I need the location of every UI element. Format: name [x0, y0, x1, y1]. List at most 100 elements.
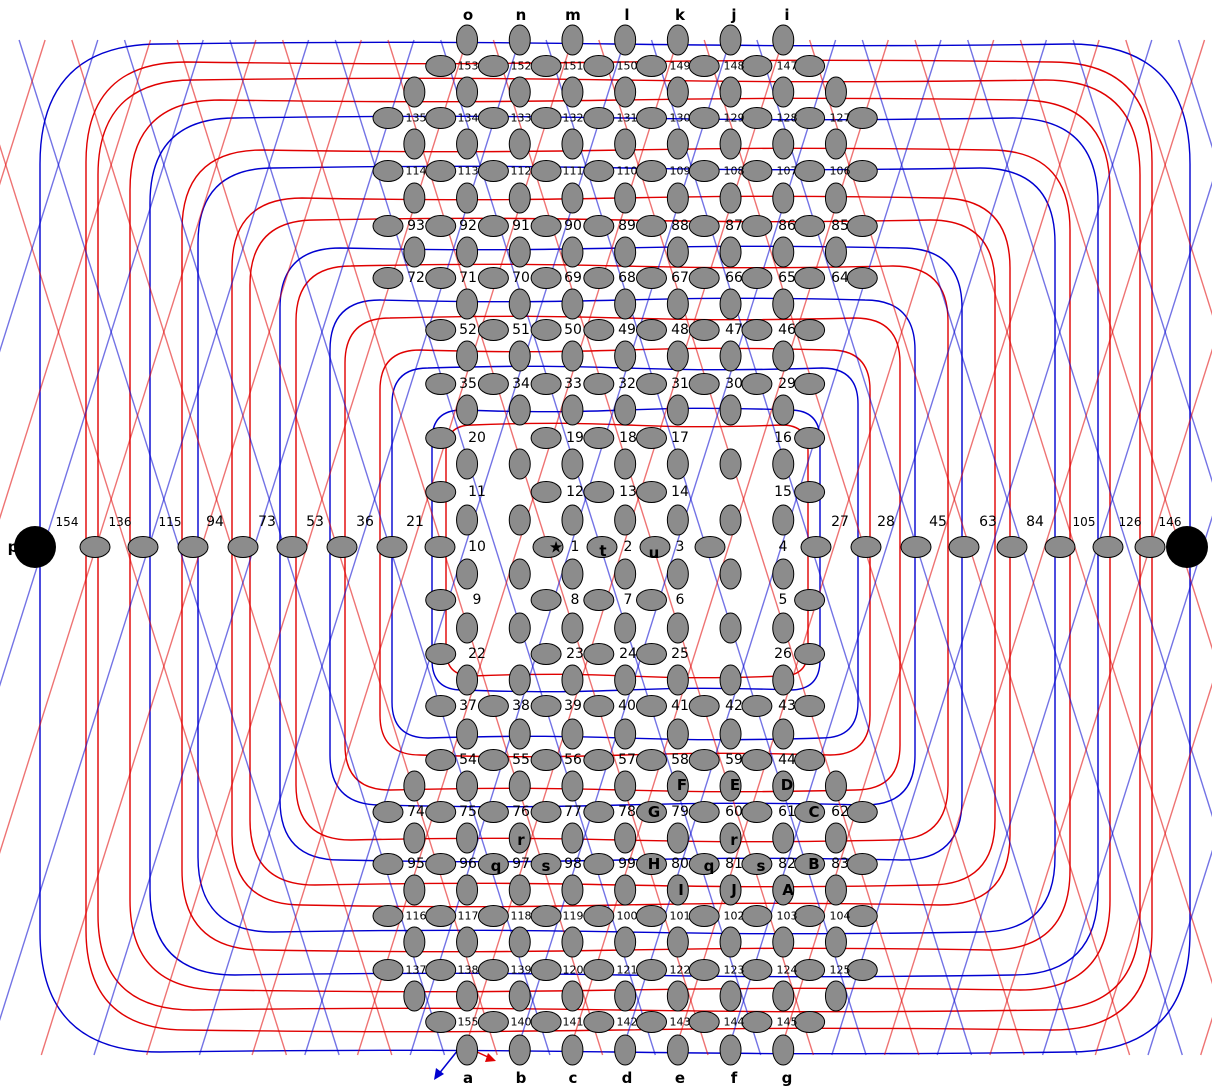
pinhole [531, 161, 561, 182]
pinhole [667, 237, 688, 267]
pinhole [615, 183, 636, 213]
pinhole [615, 665, 636, 695]
pinhole [615, 129, 636, 159]
pinhole [637, 482, 667, 503]
pinhole [637, 906, 667, 927]
pinhole [426, 108, 456, 129]
pinhole [720, 449, 741, 479]
grid-number: 114 [406, 165, 427, 178]
bottom-column-label: g [782, 1069, 793, 1087]
pinhole [426, 906, 456, 927]
pinhole [689, 161, 719, 182]
grid-number: 117 [458, 910, 479, 923]
bottom-letter-A: A [782, 881, 794, 899]
pinhole [509, 613, 530, 643]
grid-number: 119 [563, 910, 584, 923]
pinhole [426, 216, 456, 237]
right-pin [1166, 526, 1208, 568]
center-row-pinhole [377, 537, 407, 558]
grid-number: 68 [618, 270, 636, 286]
pinhole [667, 341, 688, 371]
pinhole [773, 289, 794, 319]
pinhole [562, 395, 583, 425]
grid-number: 87 [725, 218, 743, 234]
pinhole [773, 927, 794, 957]
grid-number: 23 [566, 646, 584, 662]
grid-number: 111 [563, 165, 584, 178]
pinhole [689, 1012, 719, 1033]
pinhole [667, 395, 688, 425]
pinhole [426, 268, 456, 289]
pinhole [637, 108, 667, 129]
grid-number: 51 [512, 322, 530, 338]
pinhole [509, 395, 530, 425]
pinhole [531, 906, 561, 927]
center-row-pinhole [1093, 537, 1123, 558]
pinhole [637, 216, 667, 237]
pinhole [847, 268, 877, 289]
pinhole [562, 771, 583, 801]
grid-number: 150 [617, 60, 638, 73]
pinhole [742, 696, 772, 717]
grid-number: 116 [406, 910, 427, 923]
pinhole [720, 289, 741, 319]
pinhole [720, 129, 741, 159]
pinhole [404, 237, 425, 267]
pinhole [404, 981, 425, 1011]
grid-number: 90 [564, 218, 582, 234]
grid-number: 62 [831, 804, 849, 820]
grid-number: 149 [670, 60, 691, 73]
grid-number: 80 [671, 856, 689, 872]
pinhole [720, 927, 741, 957]
pinhole [457, 719, 478, 749]
pinhole [509, 129, 530, 159]
pinhole [615, 341, 636, 371]
top-column-label: k [675, 6, 686, 24]
pinhole [509, 771, 530, 801]
center-row-pinhole [1045, 537, 1075, 558]
center-row-pinhole [801, 537, 831, 558]
pinhole [689, 108, 719, 129]
grid-number: 60 [725, 804, 743, 820]
pinhole [773, 25, 794, 55]
pinhole [825, 875, 846, 905]
grid-number: 55 [512, 752, 530, 768]
pinhole [562, 875, 583, 905]
grid-number: 20 [468, 430, 486, 446]
pinhole [531, 108, 561, 129]
grid-number: 64 [831, 270, 849, 286]
grid-number: 69 [564, 270, 582, 286]
grid-number: 95 [407, 856, 425, 872]
grid-number: 155 [458, 1016, 479, 1029]
pinhole [373, 960, 403, 981]
pinhole [457, 449, 478, 479]
pinhole [720, 719, 741, 749]
grid-number: 118 [511, 910, 532, 923]
pinhole [720, 77, 741, 107]
center-row-pinhole [425, 537, 455, 558]
pinhole [457, 289, 478, 319]
pinhole [457, 237, 478, 267]
pinhole [426, 161, 456, 182]
grid-number: 85 [831, 218, 849, 234]
pinhole [457, 875, 478, 905]
pinhole [825, 237, 846, 267]
pinhole [689, 802, 719, 823]
pinhole [795, 161, 825, 182]
pinhole [531, 1012, 561, 1033]
grid-number: 34 [512, 376, 530, 392]
grid-number: 123 [724, 964, 745, 977]
pinhole [637, 960, 667, 981]
pinhole [667, 823, 688, 853]
grid-number: 58 [671, 752, 689, 768]
pinhole [773, 505, 794, 535]
grid-number: 107 [777, 165, 798, 178]
center-row-number: 146 [1159, 515, 1182, 529]
grid-number: 121 [617, 964, 638, 977]
center-row-number: 53 [306, 514, 324, 530]
pinhole [742, 268, 772, 289]
grid-number: 31 [671, 376, 689, 392]
pinhole [457, 341, 478, 371]
pinhole [426, 854, 456, 875]
pinhole [667, 559, 688, 589]
